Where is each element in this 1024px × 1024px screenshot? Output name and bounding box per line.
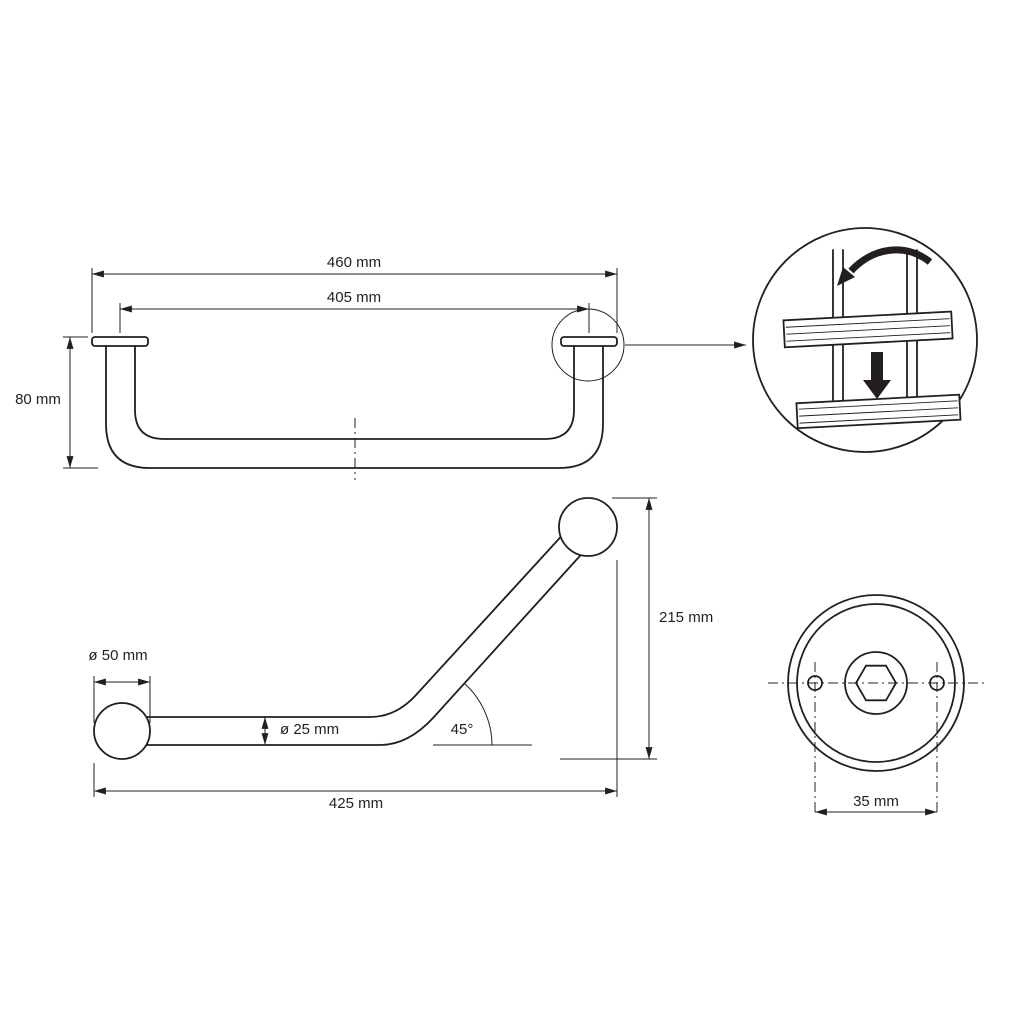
angled-view: 45° ø 50 mm ø 25 mm 215 mm 425 mm: [88, 497, 713, 812]
left-wall-flange: [91, 336, 149, 347]
hatch-line: [785, 318, 950, 328]
dim-flange-diameter-label: ø 50 mm: [88, 647, 147, 664]
tube-lower-edge: [121, 535, 599, 746]
angle-arc: [463, 682, 493, 746]
right-wall-flange: [560, 336, 618, 347]
dim-height-label: 80 mm: [15, 391, 61, 408]
lower-flange-circle: [93, 702, 151, 760]
cover-plate-upper: [782, 310, 954, 349]
flange-front-view: 35 mm: [768, 594, 984, 816]
dim-hole-spacing-label: 35 mm: [853, 793, 899, 810]
dim-angle-label: 45°: [451, 721, 474, 738]
dim-rise-height-label: 215 mm: [659, 609, 713, 626]
hatch-line: [798, 400, 958, 410]
dim-mount-spacing-label: 405 mm: [327, 289, 381, 306]
detail-view-circle: [752, 227, 978, 453]
bar-outer-outline: [105, 345, 604, 469]
tube-upper-edge: [121, 517, 579, 718]
plate-outline: [795, 393, 962, 430]
curved-arrow-icon: [848, 246, 933, 274]
plate-outline: [782, 310, 954, 349]
side-view: 460 mm 405 mm 80 mm: [15, 254, 746, 480]
curved-arrow-head: [837, 267, 855, 286]
hatch-line: [786, 332, 951, 342]
hatch-line: [799, 407, 958, 417]
slide-down-arrow-icon: [863, 352, 891, 399]
mounting-detail: [752, 227, 978, 453]
upper-flange-circle: [558, 497, 618, 557]
dim-tube-diameter-label: ø 25 mm: [280, 721, 339, 738]
mount-plate-lower: [795, 393, 962, 430]
center-boss-circle: [844, 651, 908, 715]
hatch-line: [799, 414, 959, 424]
detail-callout-circle: [551, 308, 625, 382]
dim-length-label: 425 mm: [329, 795, 383, 812]
dim-overall-width-label: 460 mm: [327, 254, 381, 271]
hatch-line: [786, 325, 950, 335]
